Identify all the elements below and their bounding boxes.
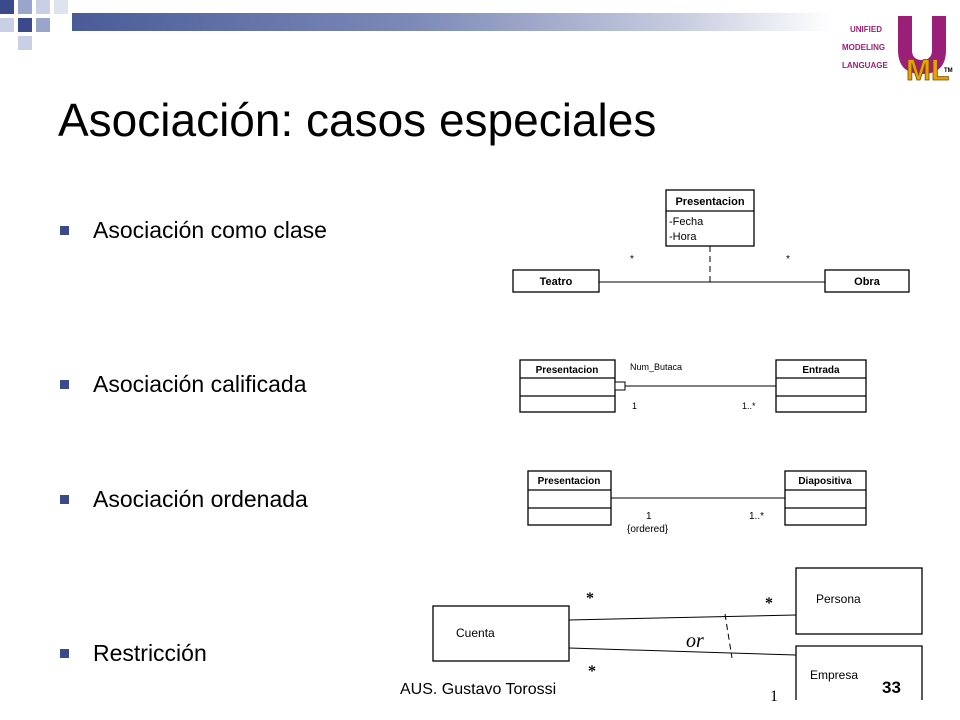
bullet-square-icon (60, 648, 69, 658)
header-square (54, 0, 68, 14)
header-square (0, 18, 14, 32)
bullet-text: Restricción (93, 640, 207, 666)
multiplicity-label: 1..* (742, 401, 756, 411)
header-square (0, 0, 14, 14)
logo-tm: TM (944, 68, 953, 74)
constraint-label: or (686, 630, 704, 652)
bullet-text: Asociación como clase (93, 217, 327, 243)
multiplicity-label: * (586, 590, 594, 607)
header-square (18, 0, 32, 14)
footer-author: AUS. Gustavo Torossi (400, 681, 557, 698)
multiplicity-label: * (786, 254, 790, 265)
assoc-class-attr: -Fecha (669, 216, 704, 228)
class-box-obra: Obra (824, 269, 910, 293)
class-name: Persona (816, 592, 861, 606)
class-box-teatro: Teatro (512, 269, 600, 293)
multiplicity-label: 1..* (749, 511, 764, 522)
qualifier-box (614, 381, 626, 391)
class-name: Teatro (540, 276, 573, 288)
class-name: Presentacion (538, 476, 601, 487)
multiplicity-label: 1 (646, 511, 652, 522)
multiplicity-label: * (588, 663, 596, 680)
class-box-presentacion-ordered: Presentacion (527, 470, 612, 526)
page-number: 33 (882, 678, 901, 697)
assoc-class-attr: -Hora (669, 231, 697, 243)
uml-logo: ML TM UNIFIED MODELING LANGUAGE (836, 10, 956, 90)
class-box-cuenta: Cuenta (432, 605, 570, 662)
logo-line-3: LANGUAGE (842, 61, 888, 70)
header-square (36, 0, 50, 14)
assoc-class-box: Presentacion -Fecha -Hora (665, 189, 755, 247)
class-name: Empresa (810, 668, 858, 682)
class-box-persona: Persona (795, 567, 923, 635)
bullet-square-icon (60, 225, 69, 235)
header-bar (0, 0, 960, 60)
bullet-item: Asociación ordenada (60, 484, 308, 514)
logo-u-shape (898, 16, 946, 74)
bullet-text: Asociación calificada (93, 371, 307, 397)
association-line (568, 647, 797, 656)
class-name: Obra (854, 276, 881, 288)
class-name: Presentacion (536, 365, 599, 376)
bullet-square-icon (60, 494, 69, 504)
header-square (18, 18, 32, 32)
multiplicity-label: * (630, 254, 634, 265)
class-name: Diapositiva (798, 476, 852, 487)
class-box-entrada: Entrada (775, 359, 867, 413)
logo-line-2: MODELING (842, 43, 885, 52)
assoc-class-name: Presentacion (675, 196, 744, 208)
association-line (568, 614, 797, 621)
bullet-text: Asociación ordenada (93, 486, 308, 512)
bullet-square-icon (60, 379, 69, 389)
class-box-diapositiva: Diapositiva (784, 470, 867, 526)
header-gradient (72, 13, 832, 31)
bullet-item: Asociación calificada (60, 369, 307, 399)
class-box-empresa: Empresa (795, 645, 923, 700)
bullet-item: Asociación como clase (60, 215, 327, 245)
multiplicity-label: * (765, 595, 773, 612)
multiplicity-label: 1 (632, 401, 637, 411)
class-name: Entrada (802, 365, 840, 376)
header-square (36, 18, 50, 32)
logo-line-1: UNIFIED (850, 25, 882, 34)
logo-mark: ML (906, 54, 949, 87)
class-name: Cuenta (456, 626, 495, 640)
page-title: Asociación: casos especiales (58, 94, 657, 146)
header-square (18, 36, 32, 50)
bullet-item: Restricción (60, 638, 207, 668)
or-constraint-dashed-line (724, 613, 733, 659)
class-box-presentacion-qualified: Presentacion (519, 359, 616, 413)
constraint-label: {ordered} (627, 524, 669, 535)
qualifier-label: Num_Butaca (630, 362, 682, 372)
footer-marker: 1 (770, 688, 778, 705)
